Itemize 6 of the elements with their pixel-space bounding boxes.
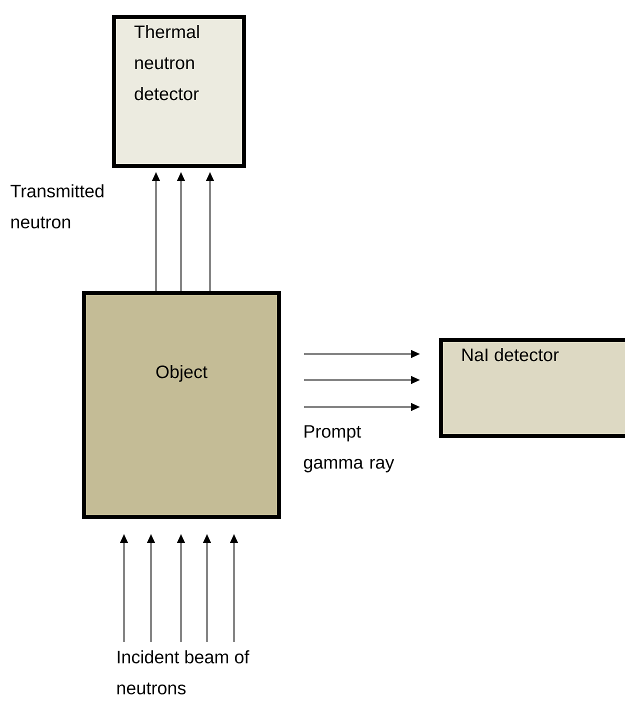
detector-box: Thermal neutron detector bbox=[112, 15, 246, 168]
label-text: Transmitted neutron bbox=[10, 184, 104, 228]
object-box: Object bbox=[82, 291, 281, 519]
detector-box: NaI detector bbox=[439, 338, 625, 438]
label-text: Incident beam of neutrons bbox=[117, 650, 250, 694]
label-text: Prompt gamma ray bbox=[304, 425, 394, 472]
